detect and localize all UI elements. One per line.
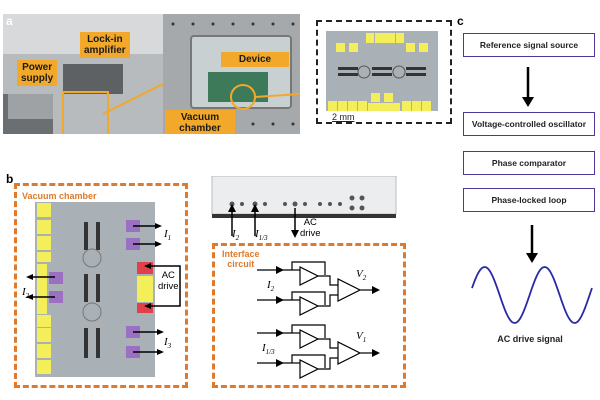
- panel-c-letter: c: [457, 14, 464, 28]
- output-v2-label: V2: [356, 268, 367, 283]
- lockin-instrument: [211, 176, 397, 238]
- current-i3-label: I3: [164, 336, 172, 351]
- label-vacuum-chamber: Vacuum chamber: [165, 110, 235, 134]
- current-i2-label: I2: [22, 286, 30, 301]
- chip-inset: 2 mm: [316, 20, 452, 124]
- box-phase-comparator: Phase comparator: [463, 151, 595, 175]
- ac-drive-signal-label: AC drive signal: [497, 334, 563, 344]
- interface-circuit-label: Interface circuit: [222, 249, 260, 269]
- panel-b-letter: b: [6, 172, 14, 186]
- label-device: Device: [221, 52, 289, 67]
- lab-setup-photo: Power supply Lock-in amplifier Device Va…: [3, 14, 300, 134]
- circuit-i13-label: I1/3: [262, 342, 275, 357]
- chip-micrograph: [326, 31, 438, 111]
- panel-a-letter: a: [6, 14, 13, 28]
- box-phase-locked-loop: Phase-locked loop: [463, 188, 595, 212]
- label-lockin-amplifier: Lock-in amplifier: [80, 32, 130, 58]
- current-i1-label: I1: [164, 228, 172, 243]
- instrument-i13-label: I1/3: [255, 228, 268, 243]
- opamp-circuit: [257, 261, 380, 379]
- arrow-down-icon: [526, 225, 538, 263]
- instrument-ac-drive-label: AC drive: [300, 217, 321, 239]
- vacuum-chamber-box: [14, 183, 188, 388]
- circuit-i2-label: I2: [267, 279, 275, 294]
- output-v1-label: V1: [356, 330, 367, 345]
- instrument-i2-label: I2: [232, 228, 240, 243]
- scale-bar-label: 2 mm: [332, 112, 355, 122]
- ac-drive-label: AC drive: [158, 270, 179, 292]
- box-reference-signal-source: Reference signal source: [463, 33, 595, 57]
- vacuum-chamber-label: Vacuum chamber: [22, 191, 97, 201]
- interface-circuit-box: [212, 243, 406, 388]
- sine-wave-signal: [471, 266, 593, 324]
- label-power-supply: Power supply: [17, 60, 58, 86]
- chip-schematic: [26, 202, 181, 377]
- arrow-down-icon: [522, 67, 534, 107]
- box-voltage-controlled-oscillator: Voltage-controlled oscillator: [463, 112, 595, 136]
